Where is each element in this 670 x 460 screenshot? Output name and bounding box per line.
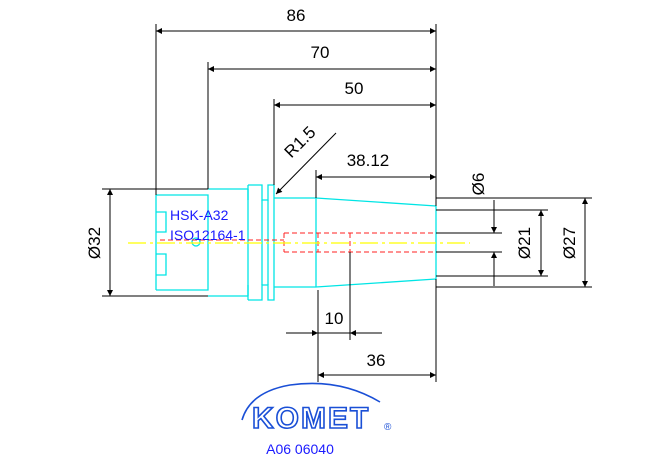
logo-arc-icon bbox=[241, 382, 381, 421]
dimension-lines bbox=[102, 24, 592, 382]
part-number: A06 06040 bbox=[266, 441, 334, 457]
registered-mark: ® bbox=[384, 422, 392, 433]
dim-dia-32: Ø32 bbox=[85, 227, 104, 259]
interface-label: HSK-A32 bbox=[170, 207, 229, 223]
dim-dia-6: Ø6 bbox=[469, 173, 488, 196]
dim-length-50: 50 bbox=[345, 79, 364, 98]
dim-dia-21: Ø21 bbox=[515, 227, 534, 259]
brand-name: KOMET bbox=[252, 402, 370, 435]
komet-logo: KOMET ® bbox=[241, 382, 392, 436]
dim-dia-27: Ø27 bbox=[560, 227, 579, 259]
dim-length-36: 36 bbox=[367, 351, 386, 370]
standard-label: ISO12164-1 bbox=[170, 227, 246, 243]
dim-length-10: 10 bbox=[325, 309, 344, 328]
dim-length-70: 70 bbox=[311, 43, 330, 62]
dim-overall-length: 86 bbox=[287, 6, 306, 25]
dim-length-38: 38.12 bbox=[347, 151, 390, 170]
